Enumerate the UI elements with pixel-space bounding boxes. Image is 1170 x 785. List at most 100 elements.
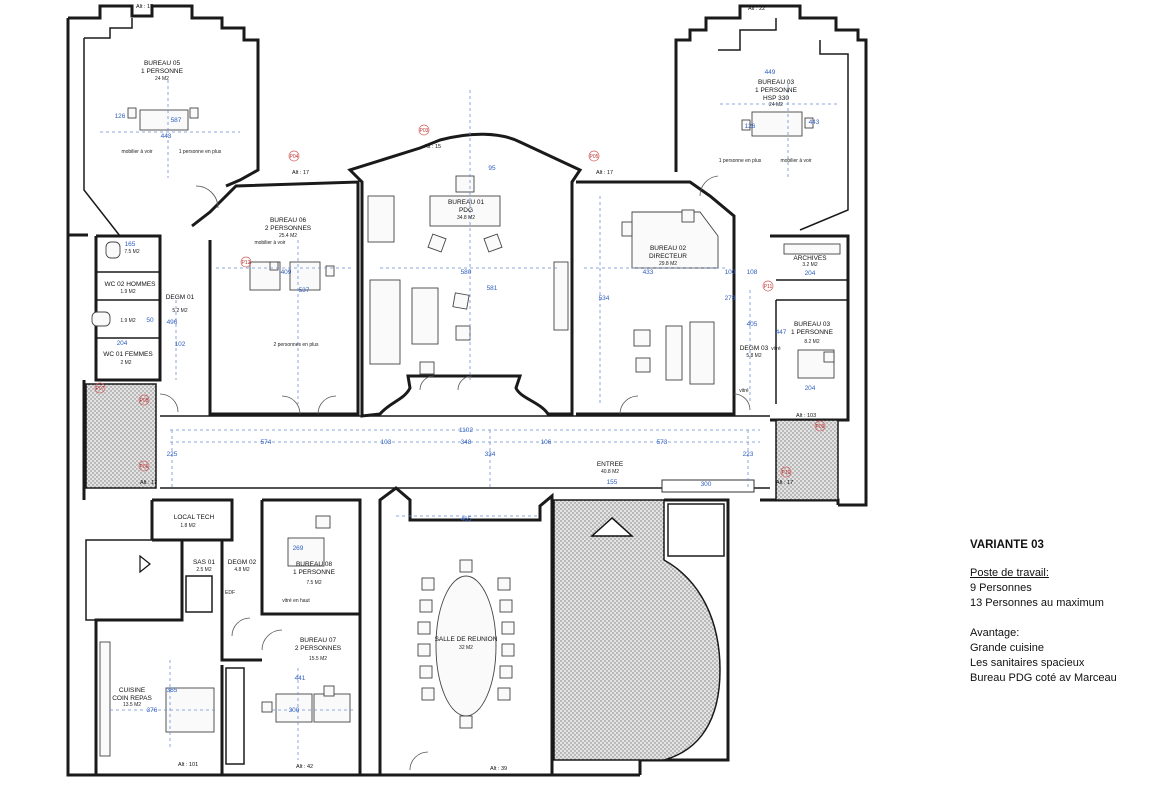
svg-text:CUISINE: CUISINE	[119, 687, 146, 694]
svg-text:348: 348	[461, 439, 472, 446]
avantage-line: Les sanitaires spacieux	[970, 657, 1085, 669]
svg-text:155: 155	[607, 479, 618, 486]
svg-text:ENTREE: ENTREE	[597, 461, 624, 468]
svg-text:126: 126	[115, 113, 126, 120]
room-label-lower-left: LOCAL TECH 1.8 M2 SAS 01 2.5 M2 DEGM 02 …	[174, 514, 257, 596]
svg-text:PDG: PDG	[459, 207, 473, 214]
altitude-marks: Alt : 17 Alt : 22 Alt : 15 Alt : 17 Alt …	[136, 4, 816, 772]
svg-text:Alt : 17: Alt : 17	[776, 480, 793, 486]
svg-text:29.8 M2: 29.8 M2	[659, 261, 677, 267]
svg-text:126: 126	[745, 123, 756, 130]
svg-text:204: 204	[805, 385, 816, 392]
svg-text:1102: 1102	[459, 427, 473, 434]
svg-text:8.2 M2: 8.2 M2	[804, 339, 820, 345]
svg-text:BUREAU 03: BUREAU 03	[758, 79, 795, 86]
room-label-bureau01: BUREAU 01 PDG 34.8 M2 580 581 95	[448, 165, 498, 292]
corridor-dimensions: 574 103 348 106 573 1102 225 334 223	[167, 427, 754, 458]
svg-text:P11: P11	[764, 284, 773, 290]
svg-text:15.5 M2: 15.5 M2	[309, 656, 327, 662]
doors	[159, 175, 751, 771]
svg-text:WC 02 HOMMES: WC 02 HOMMES	[105, 281, 157, 288]
svg-text:P03: P03	[420, 128, 429, 134]
svg-text:225: 225	[167, 451, 178, 458]
svg-text:433: 433	[643, 269, 654, 276]
svg-text:EDF: EDF	[225, 590, 235, 596]
room-label-bureau08: BUREAU 08 1 PERSONNE 7.5 M2 vitré en hau…	[282, 545, 335, 604]
room-label-degm01: DEGM 01 5.2 M2 496 102 50	[146, 294, 194, 348]
room-label-bureau05: BUREAU 05 1 PERSONNE 24 M2 mobilier à vo…	[115, 60, 222, 155]
svg-text:P09: P09	[816, 424, 825, 430]
floor-plan: BUREAU 05 1 PERSONNE 24 M2 mobilier à vo…	[66, 4, 868, 777]
svg-text:581: 581	[487, 285, 498, 292]
svg-text:BUREAU 02: BUREAU 02	[650, 245, 687, 252]
svg-text:405: 405	[747, 321, 758, 328]
svg-text:223: 223	[743, 451, 754, 458]
svg-text:mobilier à voir: mobilier à voir	[780, 158, 811, 164]
svg-text:P08: P08	[140, 398, 149, 404]
room-label-degm03: DEGM 03 vitré 5.8 M2 405 vitré	[739, 321, 781, 394]
poste-line: 13 Personnes au maximum	[970, 597, 1104, 609]
avantage-line: Grande cuisine	[970, 642, 1044, 654]
room-label-bureau07: BUREAU 07 2 PERSONNES 15.5 M2 441 300	[289, 637, 342, 714]
svg-text:449: 449	[765, 69, 776, 76]
svg-text:ARCHIVES: ARCHIVES	[793, 255, 827, 262]
svg-text:Alt : 39: Alt : 39	[490, 766, 507, 772]
svg-text:SAS 01: SAS 01	[193, 559, 215, 566]
svg-text:1 personne en plus: 1 personne en plus	[179, 149, 222, 155]
room-label-entree: ENTREE 40.8 M2 155 300	[597, 461, 712, 488]
svg-text:269: 269	[293, 545, 304, 552]
svg-text:573: 573	[657, 439, 668, 446]
svg-text:Alt : 17: Alt : 17	[136, 4, 153, 10]
svg-text:1 PERSONNE: 1 PERSONNE	[791, 329, 834, 336]
svg-text:165: 165	[125, 241, 136, 248]
svg-text:1 PERSONNE: 1 PERSONNE	[755, 87, 798, 94]
svg-text:2 personnes en plus: 2 personnes en plus	[273, 342, 319, 348]
svg-text:BUREAU 06: BUREAU 06	[270, 217, 307, 224]
svg-text:108: 108	[747, 269, 758, 276]
room-label-wc: 165 7.5 M2 WC 02 HOMMES 1.9 M2 1.9 M2 20…	[103, 241, 156, 366]
svg-text:5.2 M2: 5.2 M2	[172, 308, 188, 314]
svg-text:1 PERSONNE: 1 PERSONNE	[141, 68, 184, 75]
svg-text:DEGM 03: DEGM 03	[740, 345, 769, 352]
room-label-bureau06: BUREAU 06 2 PERSONNES 25.4 M2 mobilier à…	[254, 217, 319, 348]
dimension-lines	[100, 80, 840, 760]
svg-text:32 M2: 32 M2	[459, 645, 473, 651]
svg-text:443: 443	[809, 119, 820, 126]
svg-text:P05: P05	[590, 154, 599, 160]
poste-line: 9 Personnes	[970, 582, 1032, 594]
svg-text:Alt : 42: Alt : 42	[296, 764, 313, 770]
svg-text:300: 300	[289, 707, 300, 714]
svg-text:3.2 M2: 3.2 M2	[802, 262, 818, 268]
svg-text:100: 100	[725, 269, 736, 276]
svg-text:106: 106	[541, 439, 552, 446]
svg-text:vitré: vitré	[739, 388, 749, 394]
svg-text:BUREAU 05: BUREAU 05	[144, 60, 181, 67]
svg-text:P06: P06	[140, 464, 149, 470]
svg-text:204: 204	[805, 270, 816, 277]
svg-text:365: 365	[167, 687, 178, 694]
svg-text:204: 204	[117, 340, 128, 347]
room-label-bureau03: BUREAU 03 1 PERSONNE 8.2 M2 447 204	[776, 321, 834, 392]
room-label-bureau04: 449 BUREAU 03 1 PERSONNE HSP 330 24 M2 1…	[719, 69, 820, 164]
avantage-heading: Avantage:	[970, 627, 1020, 639]
room-label-archives: ARCHIVES 3.2 M2 204	[793, 255, 827, 277]
svg-text:441: 441	[295, 675, 306, 682]
svg-text:vitré en haut: vitré en haut	[282, 598, 310, 604]
svg-text:574: 574	[261, 439, 272, 446]
svg-text:1.9 M2: 1.9 M2	[120, 289, 136, 295]
room-label-cuisine: CUISINE COIN REPAS 13.5 M2 376 365	[112, 687, 178, 714]
svg-text:496: 496	[167, 319, 178, 326]
svg-text:34.8 M2: 34.8 M2	[457, 215, 475, 221]
svg-text:376: 376	[147, 707, 158, 714]
svg-text:LOCAL TECH: LOCAL TECH	[174, 514, 215, 521]
svg-text:BUREAU 07: BUREAU 07	[300, 637, 337, 644]
svg-text:1.9 M2: 1.9 M2	[120, 318, 136, 324]
svg-text:5.8 M2: 5.8 M2	[746, 353, 762, 359]
furniture	[91, 107, 841, 757]
svg-text:1 personne en plus: 1 personne en plus	[719, 158, 762, 164]
lower-inner-walls	[85, 479, 755, 775]
svg-text:102: 102	[175, 341, 186, 348]
svg-text:4.8 M2: 4.8 M2	[234, 567, 250, 573]
svg-text:Alt : 101: Alt : 101	[178, 762, 198, 768]
svg-text:24 M2: 24 M2	[155, 76, 169, 82]
